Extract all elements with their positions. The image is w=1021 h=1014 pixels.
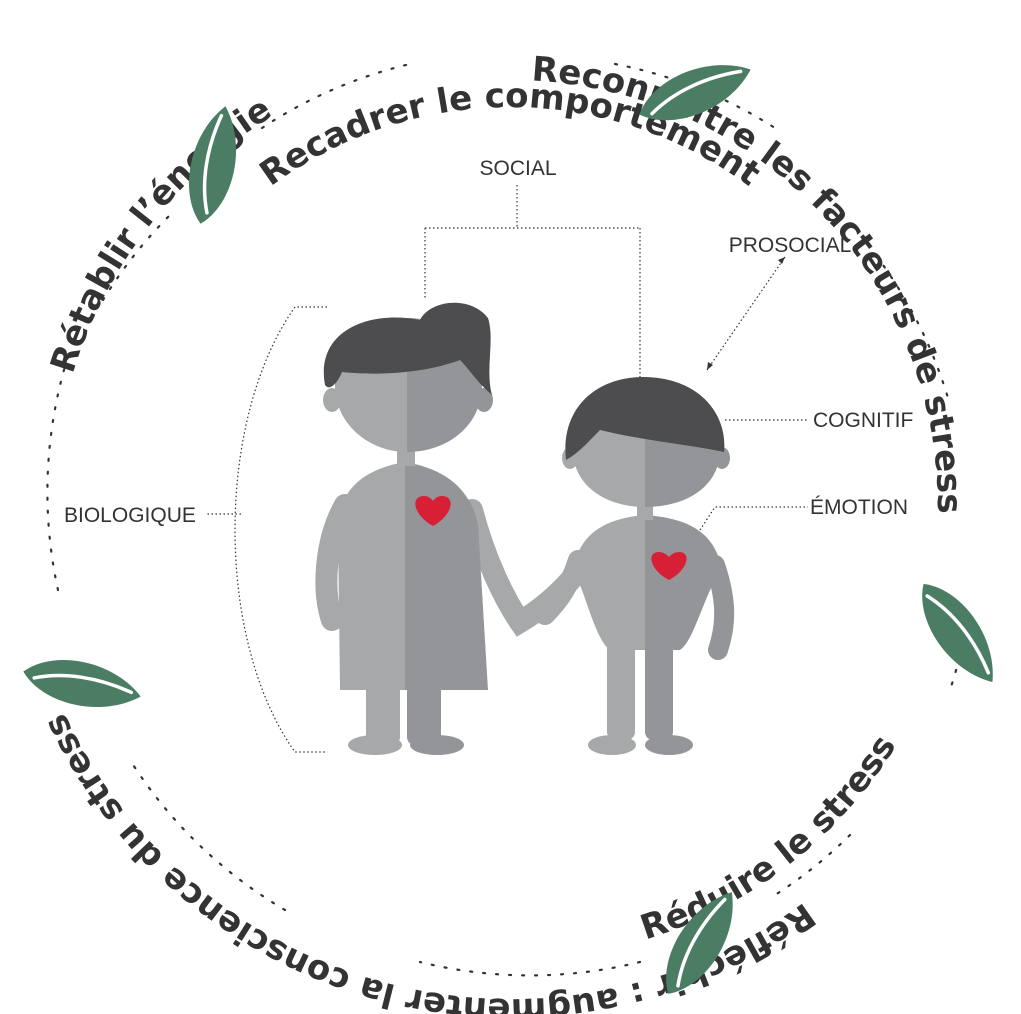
boy-figure bbox=[535, 376, 735, 755]
label-biologique: BIOLOGIQUE bbox=[64, 504, 196, 527]
label-prosocial: PROSOCIAL bbox=[729, 234, 852, 257]
leaf-icon bbox=[17, 648, 147, 720]
heart-icon bbox=[651, 552, 687, 580]
cycle-step-retablir: Rétablir l’énergie bbox=[43, 89, 278, 377]
label-emotion: ÉMOTION bbox=[810, 496, 908, 519]
prosocial-arrowhead bbox=[707, 362, 713, 370]
prosocial-arrow bbox=[706, 256, 786, 371]
woman-figure bbox=[315, 302, 586, 755]
label-cognitif: COGNITIF bbox=[813, 409, 913, 432]
emotion-line bbox=[699, 506, 808, 531]
cycle-dotted-ring bbox=[46, 62, 967, 977]
leaf-icon bbox=[904, 569, 1012, 697]
label-social: SOCIAL bbox=[479, 157, 556, 180]
heart-icon bbox=[415, 496, 451, 526]
social-bracket bbox=[424, 185, 641, 378]
biologique-bracket bbox=[205, 306, 327, 753]
prosocial-arrowhead bbox=[778, 257, 785, 264]
